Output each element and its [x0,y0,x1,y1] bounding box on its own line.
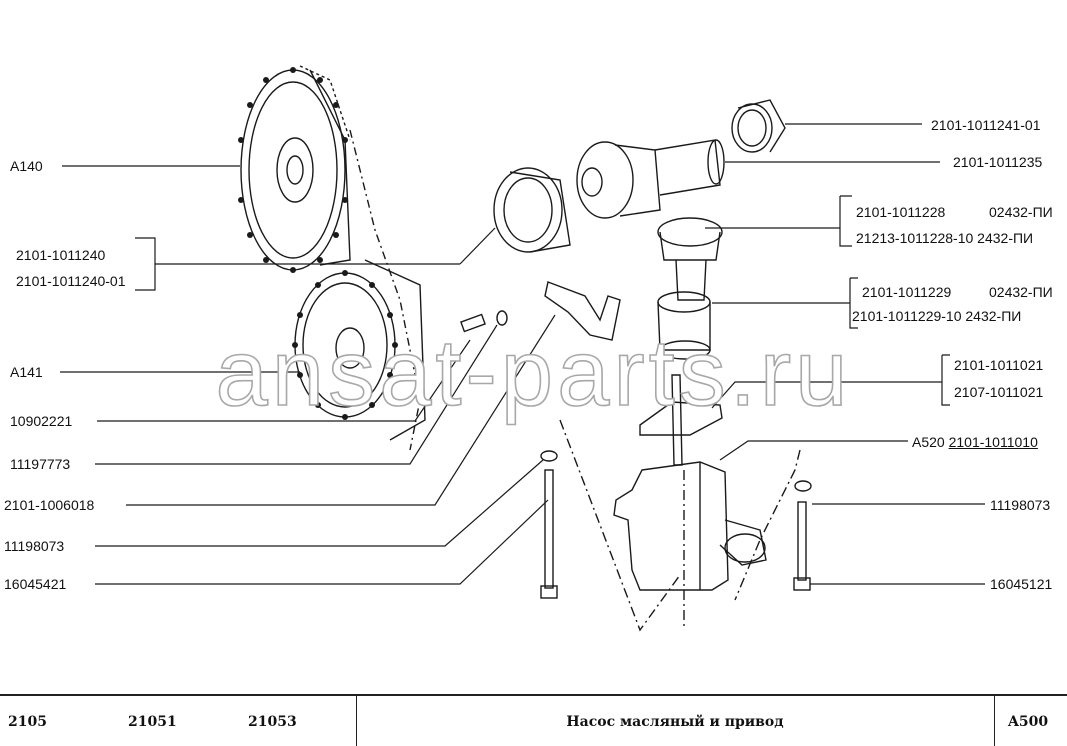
sprocket-teeth [238,67,398,420]
footer-code: A500 [1008,714,1049,730]
camshaft-sprocket-drawing [240,65,351,271]
leader-lines [60,123,985,585]
footer-divider [994,696,995,746]
label-2101-1006018[interactable]: 2101-1006018 [4,497,95,513]
label-11197773[interactable]: 11197773 [10,456,71,472]
label-11198073-right[interactable]: 11198073 [990,497,1051,513]
footer-model-2105: 2105 [8,714,47,730]
long-bolt-right-drawing [793,480,812,591]
watermark-text: ansat-parts.ru [215,319,852,426]
label-gear-a-tail[interactable]: 02432-ПИ [989,204,1053,220]
label-11198073-left[interactable]: 11198073 [4,538,65,554]
label-sprocket-a[interactable]: 2101-1011240 [16,247,106,263]
label-16045121[interactable]: 16045121 [990,576,1053,592]
footer-model-21051: 21051 [128,714,177,730]
label-gear-b[interactable]: 21213-1011228-10 2432-ПИ [856,230,1034,246]
label-gasket-a[interactable]: 2101-1011021 [954,357,1044,373]
ring-drawing [493,167,571,253]
long-bolt-left-drawing [540,450,558,599]
label-16045421[interactable]: 16045421 [4,576,67,592]
exploded-view-drawing [60,65,985,632]
gear-bushing-drawing [657,291,711,360]
label-pump[interactable]: A520 2101-1011010 [912,434,1038,450]
label-sprocket-b[interactable]: 2101-1011240-01 [16,273,126,289]
label-gear-d[interactable]: 2101-1011229-10 2432-ПИ [852,308,1022,324]
label-a140[interactable]: A140 [10,158,43,174]
label-gear-c-code[interactable]: 2101-1011229 [862,284,952,300]
label-a141[interactable]: A141 [10,364,43,380]
drive-gear-drawing [657,217,723,301]
oil-pump-drawing [613,374,767,591]
label-gear-a-code[interactable]: 2101-1011228 [856,204,946,220]
footer-title: Насос масляный и привод [566,714,784,730]
label-gasket-b[interactable]: 2107-1011021 [954,384,1044,400]
bushing-drawing [731,99,786,153]
bolt-washer-drawing [460,310,508,333]
label-pump-code[interactable]: 2101-1011010 [948,434,1038,450]
label-shaft[interactable]: 2101-1011235 [953,154,1043,170]
label-gear-c-tail[interactable]: 02432-ПИ [989,284,1053,300]
label-10902221[interactable]: 10902221 [10,413,73,429]
footer-table: 2105 21051 21053 Насос масляный и привод… [0,694,1067,746]
footer-divider [356,696,357,746]
label-pump-prefix: A520 [912,434,945,450]
drive-shaft-drawing [576,139,725,219]
footer-model-21053: 21053 [248,714,297,730]
bracket-drawing [544,281,621,341]
label-bushing[interactable]: 2101-1011241-01 [931,117,1041,133]
parts-diagram [60,65,985,632]
